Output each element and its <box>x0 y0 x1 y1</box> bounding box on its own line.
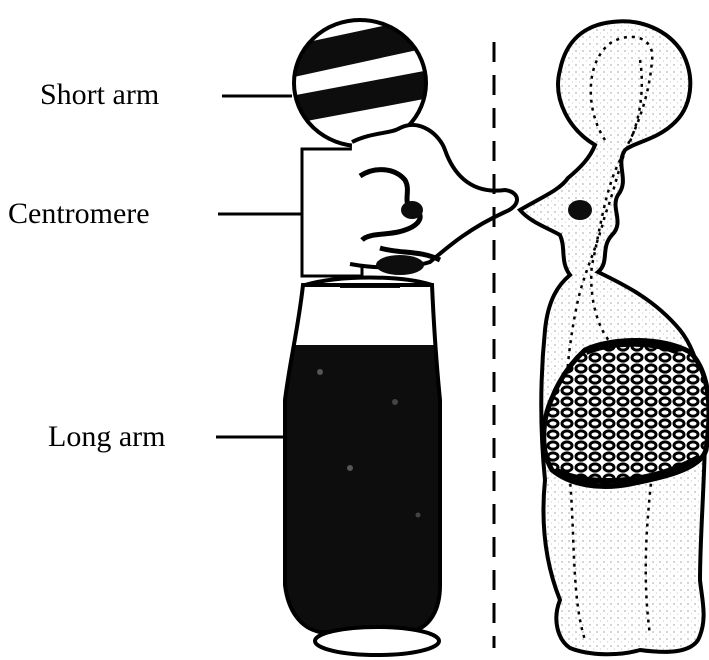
centromere-squiggle <box>350 125 517 267</box>
label-centromere: Centromere <box>8 197 302 230</box>
chromatin-outline <box>520 21 705 654</box>
banded-chromosome <box>280 18 517 655</box>
long-arm-body <box>280 269 450 632</box>
base-disc <box>315 627 439 655</box>
chromatin-centromere-dot <box>568 200 592 220</box>
label-short-arm: Short arm <box>40 78 292 111</box>
coiled-chromatin-chromosome <box>520 21 709 654</box>
long-arm-label: Long arm <box>48 420 165 453</box>
short-arm-label: Short arm <box>40 78 159 111</box>
label-long-arm: Long arm <box>48 420 288 453</box>
centromere-label: Centromere <box>8 197 150 230</box>
